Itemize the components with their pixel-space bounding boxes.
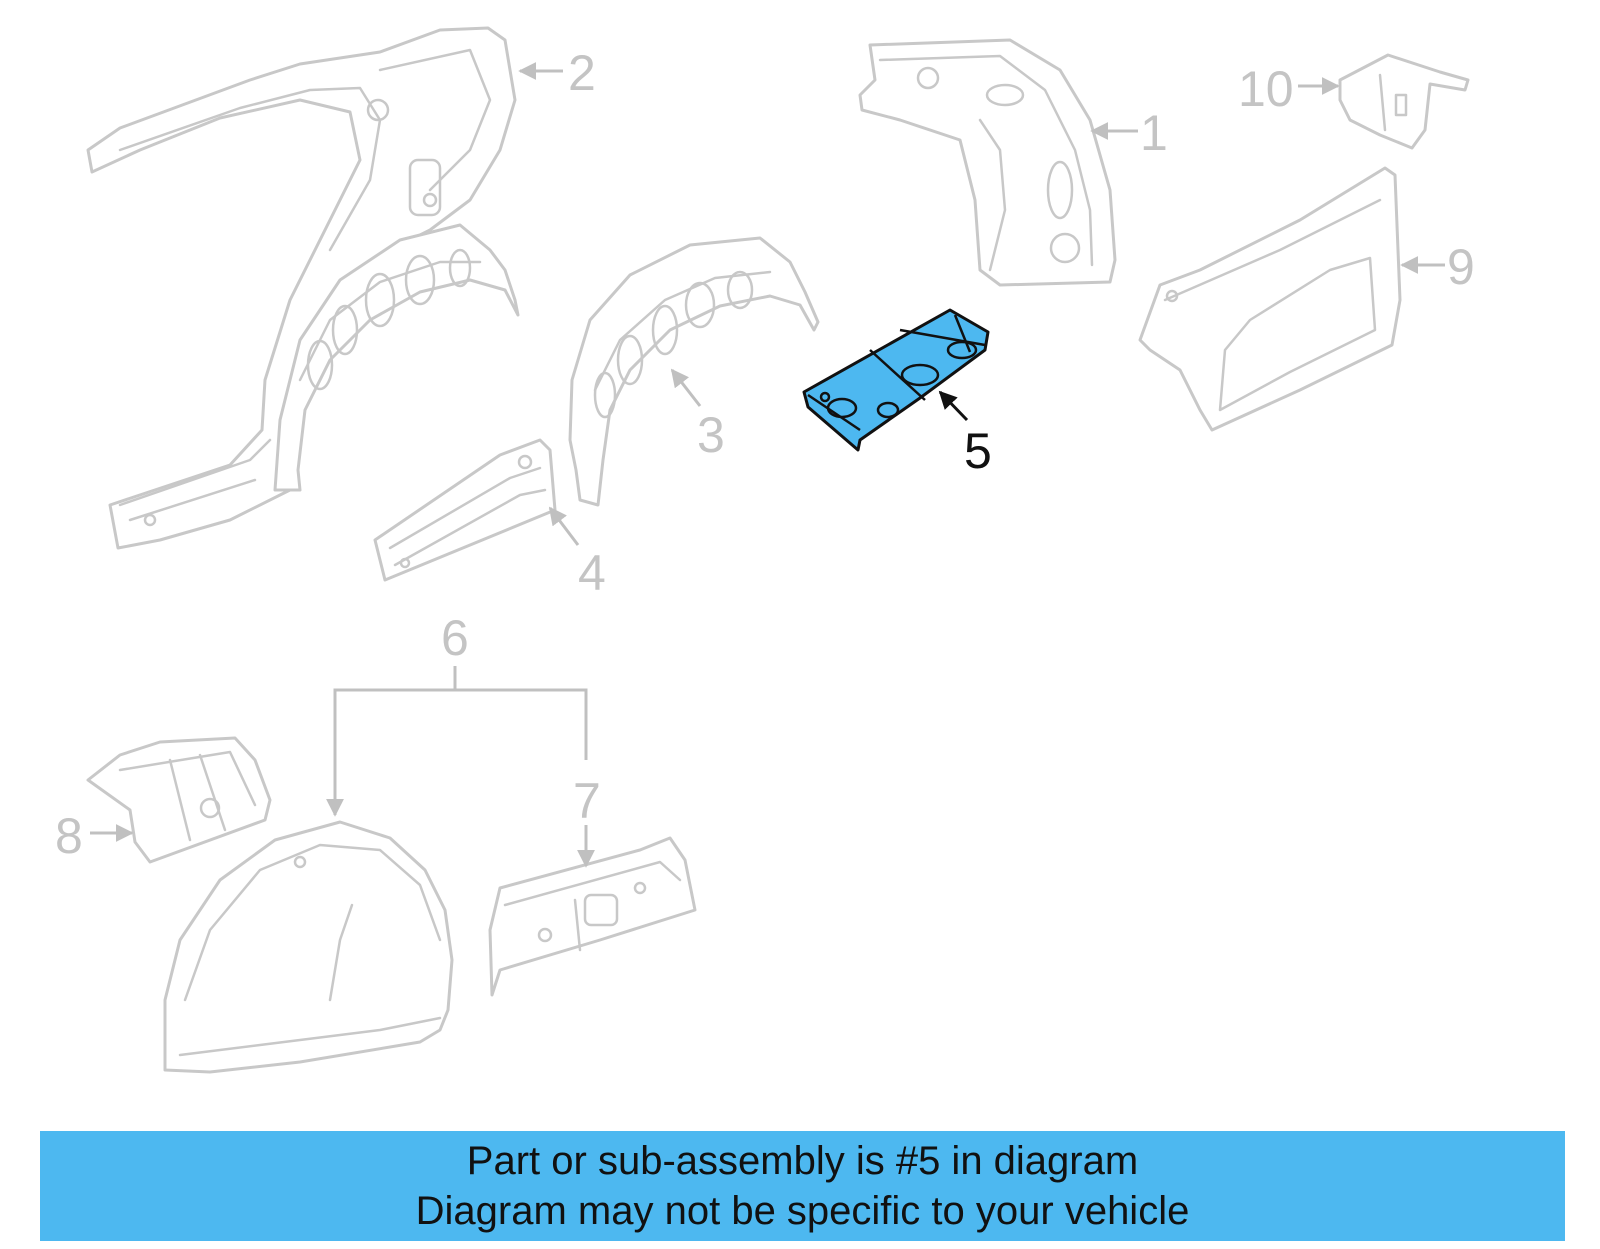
callout-1: 1	[1090, 105, 1168, 161]
callout-8: 8	[55, 808, 134, 864]
callout-9-label: 9	[1447, 239, 1475, 295]
callout-10-label: 10	[1238, 61, 1294, 117]
callout-6: 6	[326, 610, 588, 817]
part-2-quarter-inner-frame	[86, 26, 517, 550]
part-10-bracket	[1338, 53, 1470, 150]
callout-9: 9	[1400, 239, 1475, 295]
info-banner: Part or sub-assembly is #5 in diagram Di…	[40, 1131, 1565, 1241]
callout-8-label: 8	[55, 808, 83, 864]
callout-5-label: 5	[964, 423, 992, 479]
part-5-highlighted-reinforcement[interactable]	[802, 308, 990, 452]
callout-4-label: 4	[578, 545, 606, 601]
part-4-rail-extension	[373, 438, 557, 582]
callout-5: 5	[938, 390, 992, 479]
callout-7-label: 7	[573, 773, 601, 829]
callout-2: 2	[518, 45, 596, 101]
part-9-quarter-panel-extension	[1138, 166, 1402, 432]
part-8-panel	[86, 736, 272, 864]
callout-3: 3	[670, 368, 725, 463]
part-7-rail	[488, 836, 697, 997]
part-1-wheelhouse-panel	[858, 38, 1117, 287]
part-6-outer-wheelhouse	[163, 820, 454, 1074]
callout-10: 10	[1238, 61, 1340, 117]
callout-7: 7	[573, 773, 601, 868]
callout-3-label: 3	[697, 407, 725, 463]
part-3-inner-wheelhouse	[568, 236, 820, 507]
callout-4: 4	[548, 506, 606, 601]
banner-line-disclaimer: Diagram may not be specific to your vehi…	[415, 1189, 1190, 1233]
part-2-wheelhouse-arch	[273, 223, 520, 492]
callout-1-label: 1	[1140, 105, 1168, 161]
callout-2-label: 2	[568, 45, 596, 101]
banner-line-part-number: Part or sub-assembly is #5 in diagram	[466, 1139, 1139, 1183]
callout-6-label: 6	[441, 610, 469, 666]
